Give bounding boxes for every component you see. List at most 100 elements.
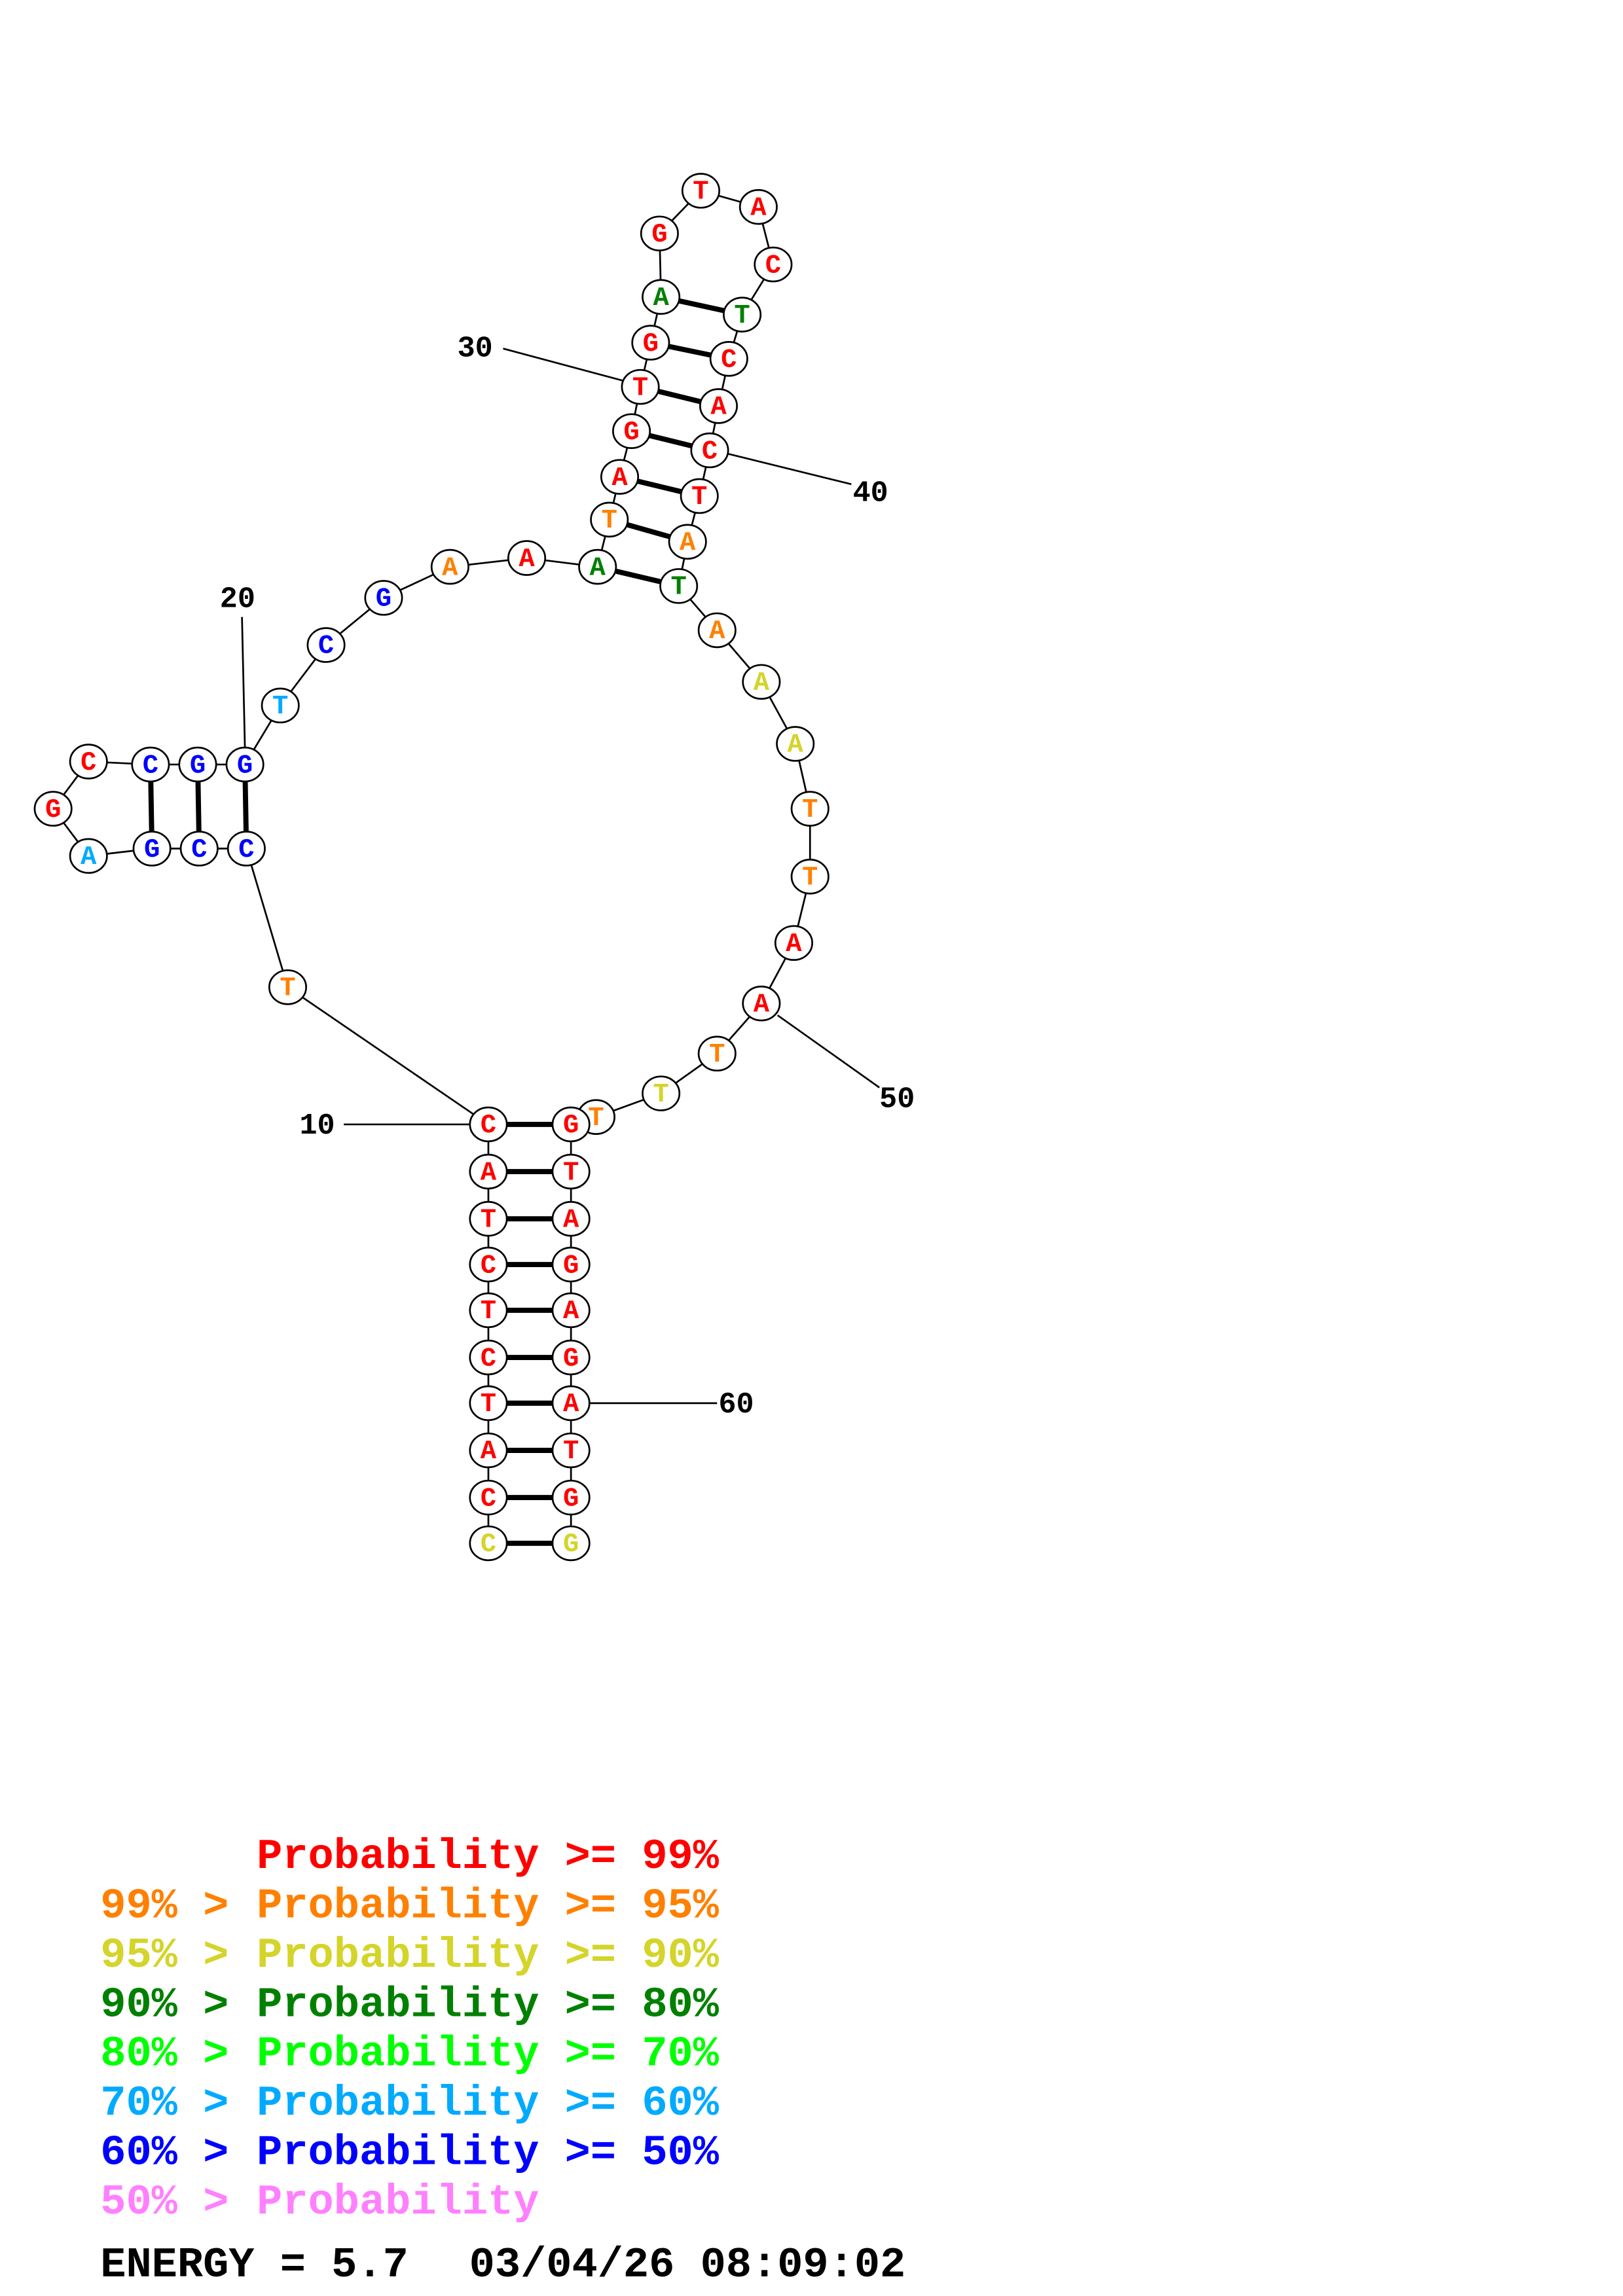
nucleotide: T xyxy=(790,791,830,827)
nucleotide-base: T xyxy=(802,863,818,893)
nucleotide-circle xyxy=(774,925,813,961)
position-label: 10 xyxy=(299,1109,335,1143)
nucleotide: A xyxy=(697,612,737,649)
legend-row: Probability >= 99% xyxy=(257,1833,720,1881)
legend-label: Probability >= 95% xyxy=(257,1882,720,1930)
nucleotide: C xyxy=(690,432,729,469)
nucleotide-circle xyxy=(225,746,264,783)
nucleotide: A xyxy=(742,664,781,700)
backbone-segment xyxy=(287,986,489,1126)
nucleotide-base: T xyxy=(709,1040,725,1070)
nucleotide-base: A xyxy=(754,990,770,1020)
nucleotide-circle xyxy=(551,1200,591,1237)
nucleotide-base: A xyxy=(563,1390,579,1420)
nucleotide: G xyxy=(551,1339,591,1376)
nucleotide-circle xyxy=(33,791,73,827)
legend-prefix: 70% > xyxy=(100,2079,228,2128)
legend-label: Probability >= 70% xyxy=(257,2030,720,2079)
nucleotide: T xyxy=(551,1432,591,1469)
legend-prefix: 99% > xyxy=(100,1882,228,1930)
nucleotide: A xyxy=(469,1153,508,1190)
nucleotide-base: C xyxy=(702,437,718,467)
nucleotide-base: C xyxy=(191,835,207,865)
nucleotide-base: C xyxy=(481,1484,496,1514)
position-tick-line xyxy=(503,348,625,382)
nucleotide-circle xyxy=(469,1292,508,1329)
nucleotide: C xyxy=(469,1246,508,1283)
nucleotide-base: G xyxy=(643,329,659,359)
nucleotide-circle xyxy=(742,985,781,1022)
nucleotide-circle xyxy=(642,1075,681,1111)
nucleotide: A xyxy=(742,985,781,1022)
nucleotide-circle xyxy=(551,1292,591,1329)
nucleotide-circle xyxy=(590,501,629,538)
nucleotide-circle xyxy=(551,1432,591,1469)
nucleotide-circle xyxy=(642,279,681,315)
nucleotide-circle xyxy=(469,1200,508,1237)
nucleotide-base: A xyxy=(754,668,770,698)
nucleotide-circle xyxy=(469,1153,508,1190)
nucleotide-circle xyxy=(179,831,219,867)
nucleotide: G xyxy=(132,831,172,867)
nucleotide-base: T xyxy=(734,301,750,331)
nucleotide: A xyxy=(776,726,815,762)
nucleotide-circle xyxy=(690,432,729,469)
nucleotide: G xyxy=(612,413,651,450)
legend-prefix: 95% > xyxy=(100,1931,228,1980)
nucleotide-circle xyxy=(680,478,719,514)
backbone-segment xyxy=(246,848,289,988)
position-label: 20 xyxy=(220,583,255,617)
nucleotide-circle xyxy=(469,1479,508,1516)
nucleotide-base: A xyxy=(481,1437,497,1467)
nucleotide-circle xyxy=(469,1339,508,1376)
nucleotide: A xyxy=(699,388,739,424)
nucleotide-circle xyxy=(621,368,660,405)
nucleotide-circle xyxy=(742,664,781,700)
nucleotide: T xyxy=(723,296,762,332)
nucleotide-base: C xyxy=(765,251,781,281)
legend-label: Probability >= 60% xyxy=(257,2079,720,2128)
nucleotide: C xyxy=(179,831,219,867)
nucleotide: A xyxy=(507,540,547,576)
nucleotide-base: G xyxy=(563,1251,579,1281)
nucleotide-circle xyxy=(551,1339,591,1376)
nucleotide-base: T xyxy=(671,573,687,603)
nucleotide-circle xyxy=(697,612,737,649)
nucleotide-base: G xyxy=(190,751,206,781)
nucleotide: G xyxy=(551,1106,591,1143)
legend-row: 80% >Probability >= 70% xyxy=(100,2030,720,2079)
position-label: 40 xyxy=(853,476,888,510)
nucleotide: A xyxy=(739,188,778,225)
nucleotide-circle xyxy=(132,831,172,867)
nucleotide-base: G xyxy=(45,795,61,825)
nucleotide-base: T xyxy=(563,1437,579,1467)
nucleotide: T xyxy=(469,1292,508,1329)
nucleotide-base: T xyxy=(280,974,295,1004)
nucleotide-base: A xyxy=(680,528,696,558)
nucleotide-circle xyxy=(469,1525,508,1562)
nucleotide-circle xyxy=(268,969,307,1005)
nucleotide-circle xyxy=(551,1106,591,1143)
nucleotide-circle xyxy=(469,1432,508,1469)
nucleotide-base: A xyxy=(750,193,767,223)
probability-legend: Probability >= 99% 99% > Probability >= 95… xyxy=(100,1833,720,2227)
nucleotide-circle xyxy=(364,580,403,616)
nucleotide-circle xyxy=(790,859,830,895)
nucleotide-base: T xyxy=(563,1158,579,1188)
nucleotide-base: A xyxy=(442,553,458,583)
nucleotide: T xyxy=(268,969,307,1005)
nucleotide-circle xyxy=(668,524,707,560)
energy-label: ENERGY = 5.7 xyxy=(100,2241,409,2289)
nucleotide-circle xyxy=(699,388,739,424)
nucleotide: C xyxy=(469,1479,508,1516)
nucleotide: T xyxy=(469,1385,508,1422)
legend-label: Probability xyxy=(257,2178,539,2227)
nucleotide: C xyxy=(131,746,170,783)
nucleotide: G xyxy=(33,791,73,827)
nucleotide-circle xyxy=(469,1106,508,1143)
nucleotide-base: G xyxy=(563,1344,579,1374)
position-tick-line xyxy=(776,1014,880,1088)
nucleotide-base: C xyxy=(481,1530,496,1560)
